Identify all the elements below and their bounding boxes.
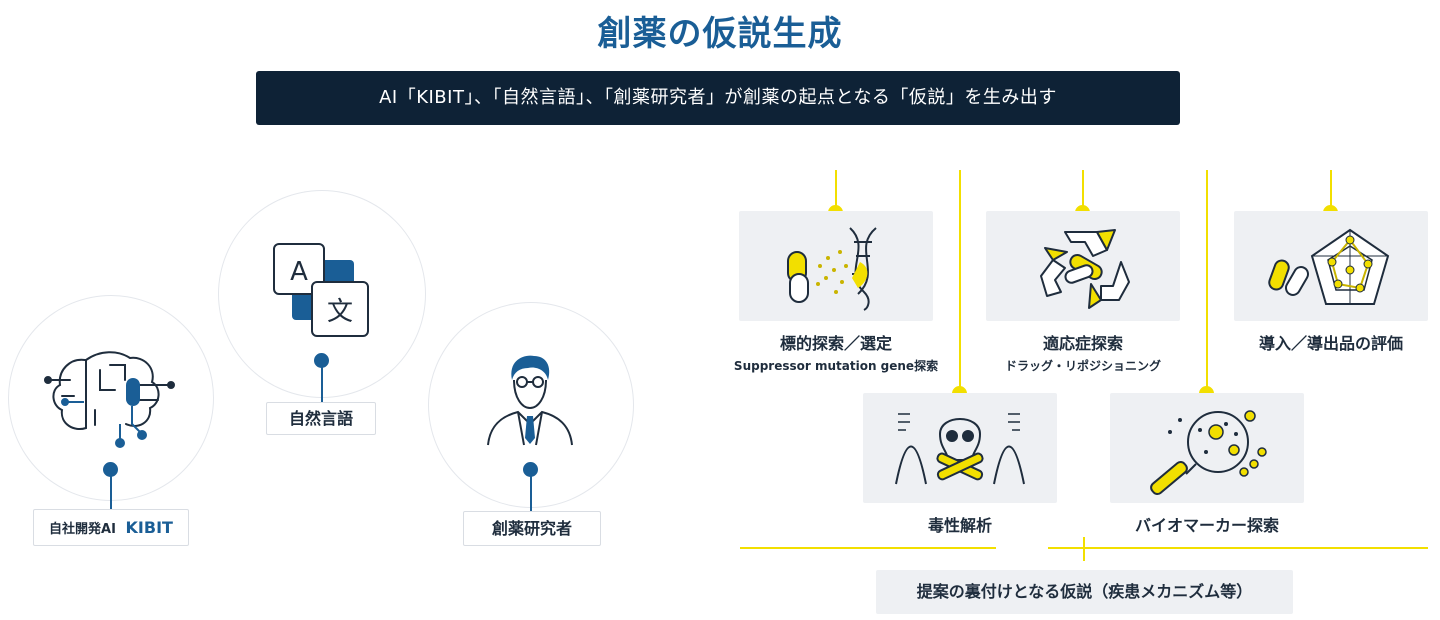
kibit-label-name: KIBIT	[125, 518, 173, 537]
card-biomarker-search-title: バイオマーカー探索	[1134, 516, 1279, 535]
researcher-icon	[487, 355, 573, 446]
brain-circuit-icon	[44, 351, 175, 448]
kibit-connector-dot	[103, 462, 118, 477]
bottom-bar-right	[1048, 547, 1428, 549]
skull-icon	[895, 413, 1025, 485]
bottom-connector-stem	[1083, 537, 1085, 561]
magnifier-cells-icon	[1150, 410, 1267, 496]
language-label: 自然言語	[266, 402, 376, 435]
translate-icon: A 文	[273, 243, 369, 337]
card-target-search-title: 標的探索／選定	[779, 334, 892, 353]
kibit-label-prefix: 自社開発AI	[49, 522, 116, 537]
headline-banner: AI「KIBIT」、「自然言語」、「創薬研究者」が創薬の起点となる「仮説」を生み…	[256, 71, 1180, 125]
researcher-connector-dot	[523, 462, 538, 477]
kibit-label: 自社開発AI KIBIT	[33, 509, 189, 546]
page-title: 創薬の仮説生成	[597, 14, 843, 54]
card-biomarker-search	[1110, 393, 1304, 503]
translate-glyph-b: 文	[327, 297, 353, 327]
card-indication-search-subtitle: ドラッグ・リポジショニング	[1004, 359, 1161, 373]
recycle-pills-icon	[1040, 229, 1130, 309]
card-indication-search-title: 適応症探索	[1042, 334, 1123, 353]
connector-line-evaluation	[1330, 170, 1332, 212]
card-target-search-subtitle: Suppressor mutation gene探索	[733, 359, 939, 373]
card-toxicity-analysis-title: 毒性解析	[927, 516, 992, 535]
language-connector-line	[321, 367, 323, 403]
connector-line-biomarker	[1206, 170, 1208, 392]
language-connector-dot	[314, 353, 329, 368]
connector-line-indication	[1082, 170, 1084, 212]
researcher-label: 創薬研究者	[463, 511, 601, 546]
researcher-connector-line	[530, 476, 532, 512]
connector-line-target	[835, 170, 837, 212]
hypothesis-box: 提案の裏付けとなる仮説（疾患メカニズム等）	[876, 570, 1293, 614]
radar-pills-icon	[1268, 228, 1390, 305]
card-product-evaluation-title: 導入／導出品の評価	[1258, 334, 1403, 353]
kibit-connector-line	[110, 476, 112, 510]
card-toxicity-analysis	[863, 393, 1057, 503]
connector-line-toxicity	[959, 170, 961, 392]
bottom-bar-left	[740, 547, 996, 549]
translate-glyph-a: A	[290, 257, 308, 287]
card-target-search	[739, 211, 933, 321]
dna-capsule-icon	[787, 227, 877, 311]
